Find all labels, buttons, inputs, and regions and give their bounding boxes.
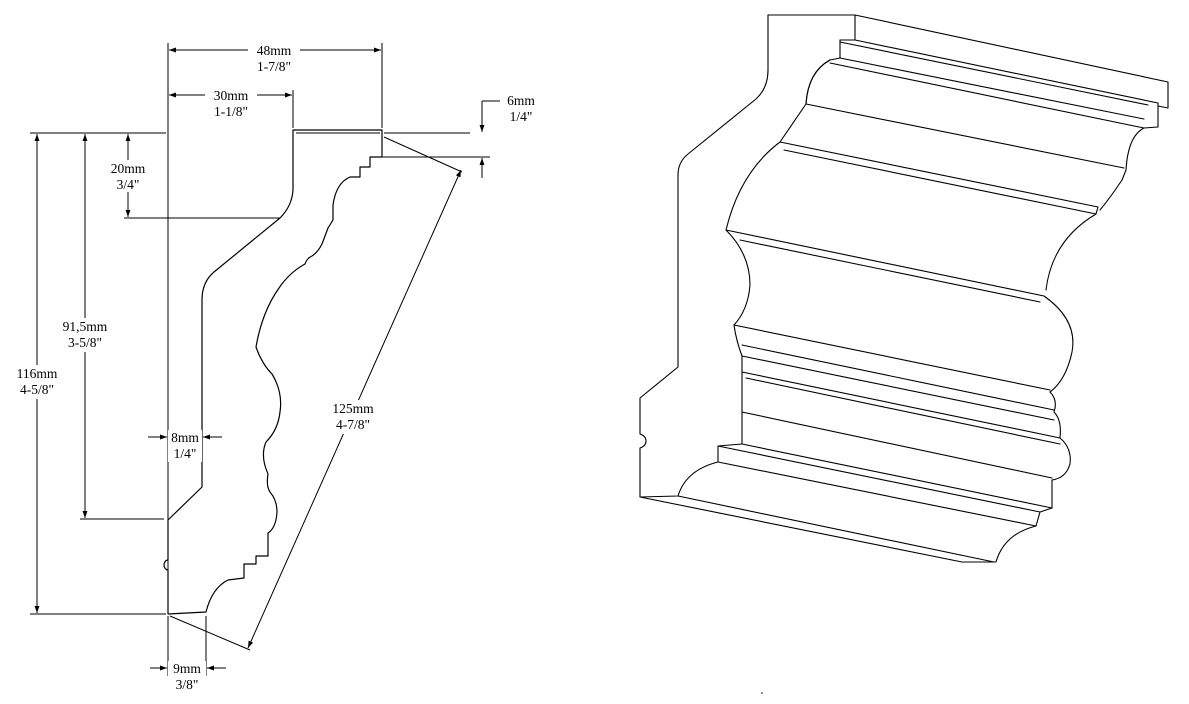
dim-8mm-metric: 8mm <box>171 430 199 445</box>
dim-91mm-imperial: 3-5/8" <box>68 335 102 350</box>
perspective-top-face <box>767 14 1169 109</box>
dim-30mm-metric: 30mm <box>214 88 249 103</box>
dim-9mm-imperial: 3/8" <box>176 677 199 692</box>
dim-6mm-imperial: 1/4" <box>510 109 533 124</box>
dim-48mm-imperial: 1-7/8" <box>257 59 291 74</box>
dim-125mm-imperial: 4-7/8" <box>336 417 370 432</box>
perspective-view <box>639 14 1169 563</box>
dim-30mm-imperial: 1-1/8" <box>214 104 248 119</box>
stray-dot <box>761 692 763 694</box>
dim-8mm-imperial: 1/4" <box>174 446 197 461</box>
dim-48mm-metric: 48mm <box>257 43 292 58</box>
moulding-profile-outline <box>163 129 383 615</box>
dim-20mm-imperial: 3/4" <box>117 177 140 192</box>
extension-lines <box>30 43 490 676</box>
dimension-lines <box>34 47 500 671</box>
dim-9mm-metric: 9mm <box>173 661 201 676</box>
dim-6mm-metric: 6mm <box>507 93 535 108</box>
dim-116mm-imperial: 4-5/8" <box>20 382 54 397</box>
perspective-end-profile <box>639 14 856 498</box>
dim-91mm-metric: 91,5mm <box>63 319 108 334</box>
profile-section <box>163 129 383 615</box>
dimension-labels: 48mm 1-7/8" 30mm 1-1/8" 6mm 1/4" 20mm 3/… <box>8 42 535 693</box>
dim-125mm-metric: 125mm <box>332 401 374 416</box>
dim-20mm-metric: 20mm <box>111 161 146 176</box>
dim-116mm-metric: 116mm <box>17 366 58 381</box>
